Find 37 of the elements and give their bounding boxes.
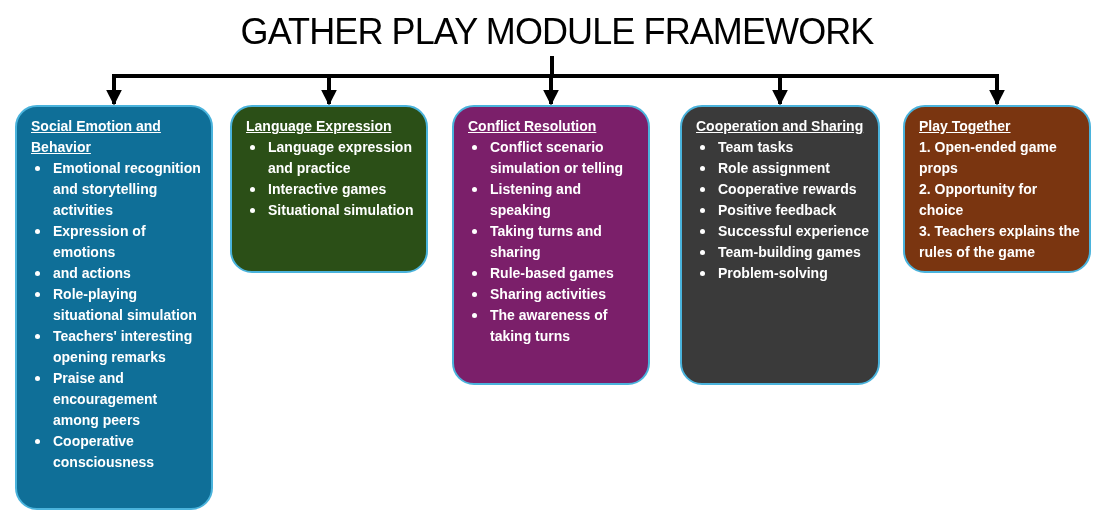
list-item: The awareness of taking turns [490, 306, 609, 346]
list-item: Cooperative consciousness [53, 432, 156, 472]
card-heading: Cooperation and Sharing [696, 117, 865, 136]
list-item: 3. Teachers explains the rules of the game [919, 222, 1081, 262]
card-heading: Play Together [919, 117, 1012, 136]
category-card [15, 105, 213, 510]
arrow [550, 56, 1005, 106]
category-card [230, 105, 428, 273]
header-label: GATHER PLAY MODULE FRAMEWORK [240, 14, 874, 50]
list-item: Cooperative rewards [718, 180, 857, 199]
list-item: Listening and speaking [490, 180, 582, 220]
list-item: Rule-based games [490, 264, 614, 283]
category-card [452, 105, 650, 385]
category-card [903, 105, 1091, 273]
list-item: Team tasks [718, 138, 794, 157]
list-item: Role-playing situational simulation [53, 285, 198, 325]
list-item: Emotional recognition and storytelling activities [53, 159, 202, 220]
list-item: Praise and encouragement among peers [53, 369, 159, 430]
category-card [680, 105, 880, 385]
card-heading: Language Expression [246, 117, 393, 136]
list-item: Conflict scenario simulation or telling [490, 138, 624, 178]
list-item: and actions [53, 264, 131, 283]
list-item: Taking turns and sharing [490, 222, 603, 262]
list-item: Interactive games [268, 180, 387, 199]
list-item: Positive feedback [718, 201, 837, 220]
list-item: Situational simulation [268, 201, 414, 220]
list-item: Sharing activities [490, 285, 606, 304]
list-item: Language expression and practice [268, 138, 413, 178]
list-item: 2. Opportunity for choice [919, 180, 1039, 220]
list-item: 1. Open-ended game props [919, 138, 1058, 178]
card-heading: Social Emotion and Behavior [31, 117, 162, 157]
list-item: Role assignment [718, 159, 831, 178]
card-heading: Conflict Resolution [468, 117, 598, 136]
list-item: Team-building games [718, 243, 861, 262]
list-item: Successful experience [718, 222, 869, 241]
list-item: Problem-solving [718, 264, 828, 283]
list-item: Teachers' interesting opening remarks [53, 327, 194, 367]
